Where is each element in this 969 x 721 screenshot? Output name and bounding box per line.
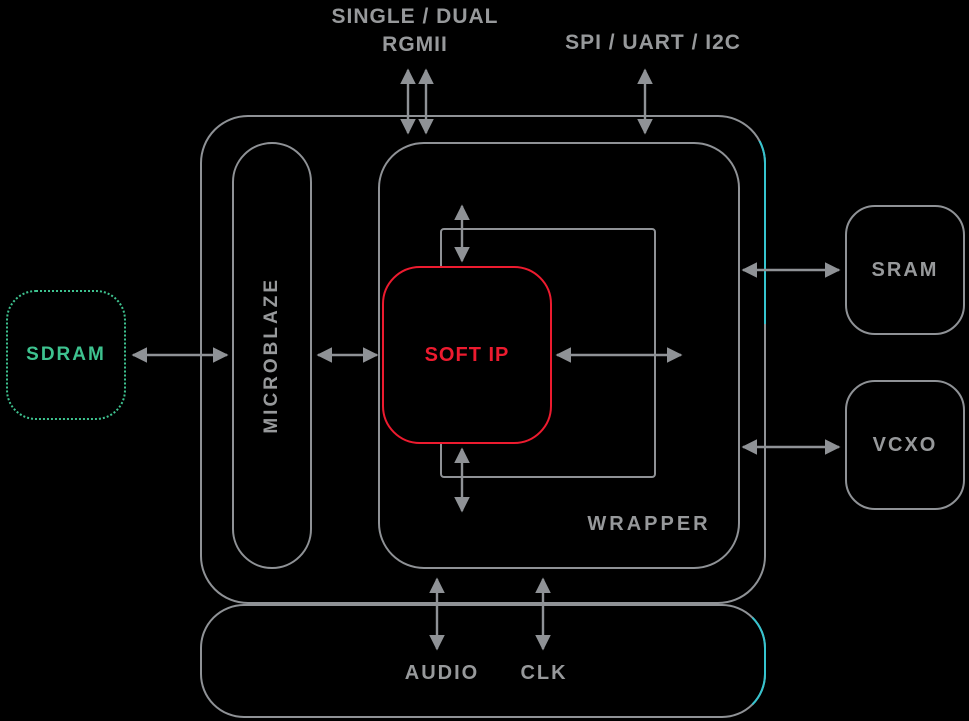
bottom-section-teal-accent bbox=[200, 616, 766, 718]
sram-block: SRAM bbox=[845, 205, 965, 335]
vcxo-label: VCXO bbox=[872, 433, 938, 456]
sram-label: SRAM bbox=[871, 258, 939, 281]
rgmii-label-line1: SINGLE / DUAL bbox=[331, 5, 499, 28]
rgmii-label-line2: RGMII bbox=[382, 33, 448, 56]
outer-boundary-teal-accent bbox=[200, 141, 766, 324]
clk-label: CLK bbox=[520, 662, 568, 684]
microblaze-label: MICROBLAZE bbox=[261, 277, 282, 434]
spi-uart-i2c-label: SPI / UART / I2C bbox=[565, 31, 741, 54]
rgmii-label: SINGLE / DUAL RGMII bbox=[290, 3, 540, 59]
microblaze-block: MICROBLAZE bbox=[232, 142, 312, 569]
wrapper-label: WRAPPER bbox=[587, 513, 711, 535]
soft-ip-label: SOFT IP bbox=[424, 343, 510, 366]
vcxo-block: VCXO bbox=[845, 380, 965, 510]
sdram-block: SDRAM bbox=[6, 290, 126, 420]
audio-label: AUDIO bbox=[404, 662, 480, 684]
sdram-label: SDRAM bbox=[26, 344, 106, 365]
soft-ip-block: SOFT IP bbox=[382, 266, 552, 444]
wrapper-block bbox=[378, 142, 740, 569]
